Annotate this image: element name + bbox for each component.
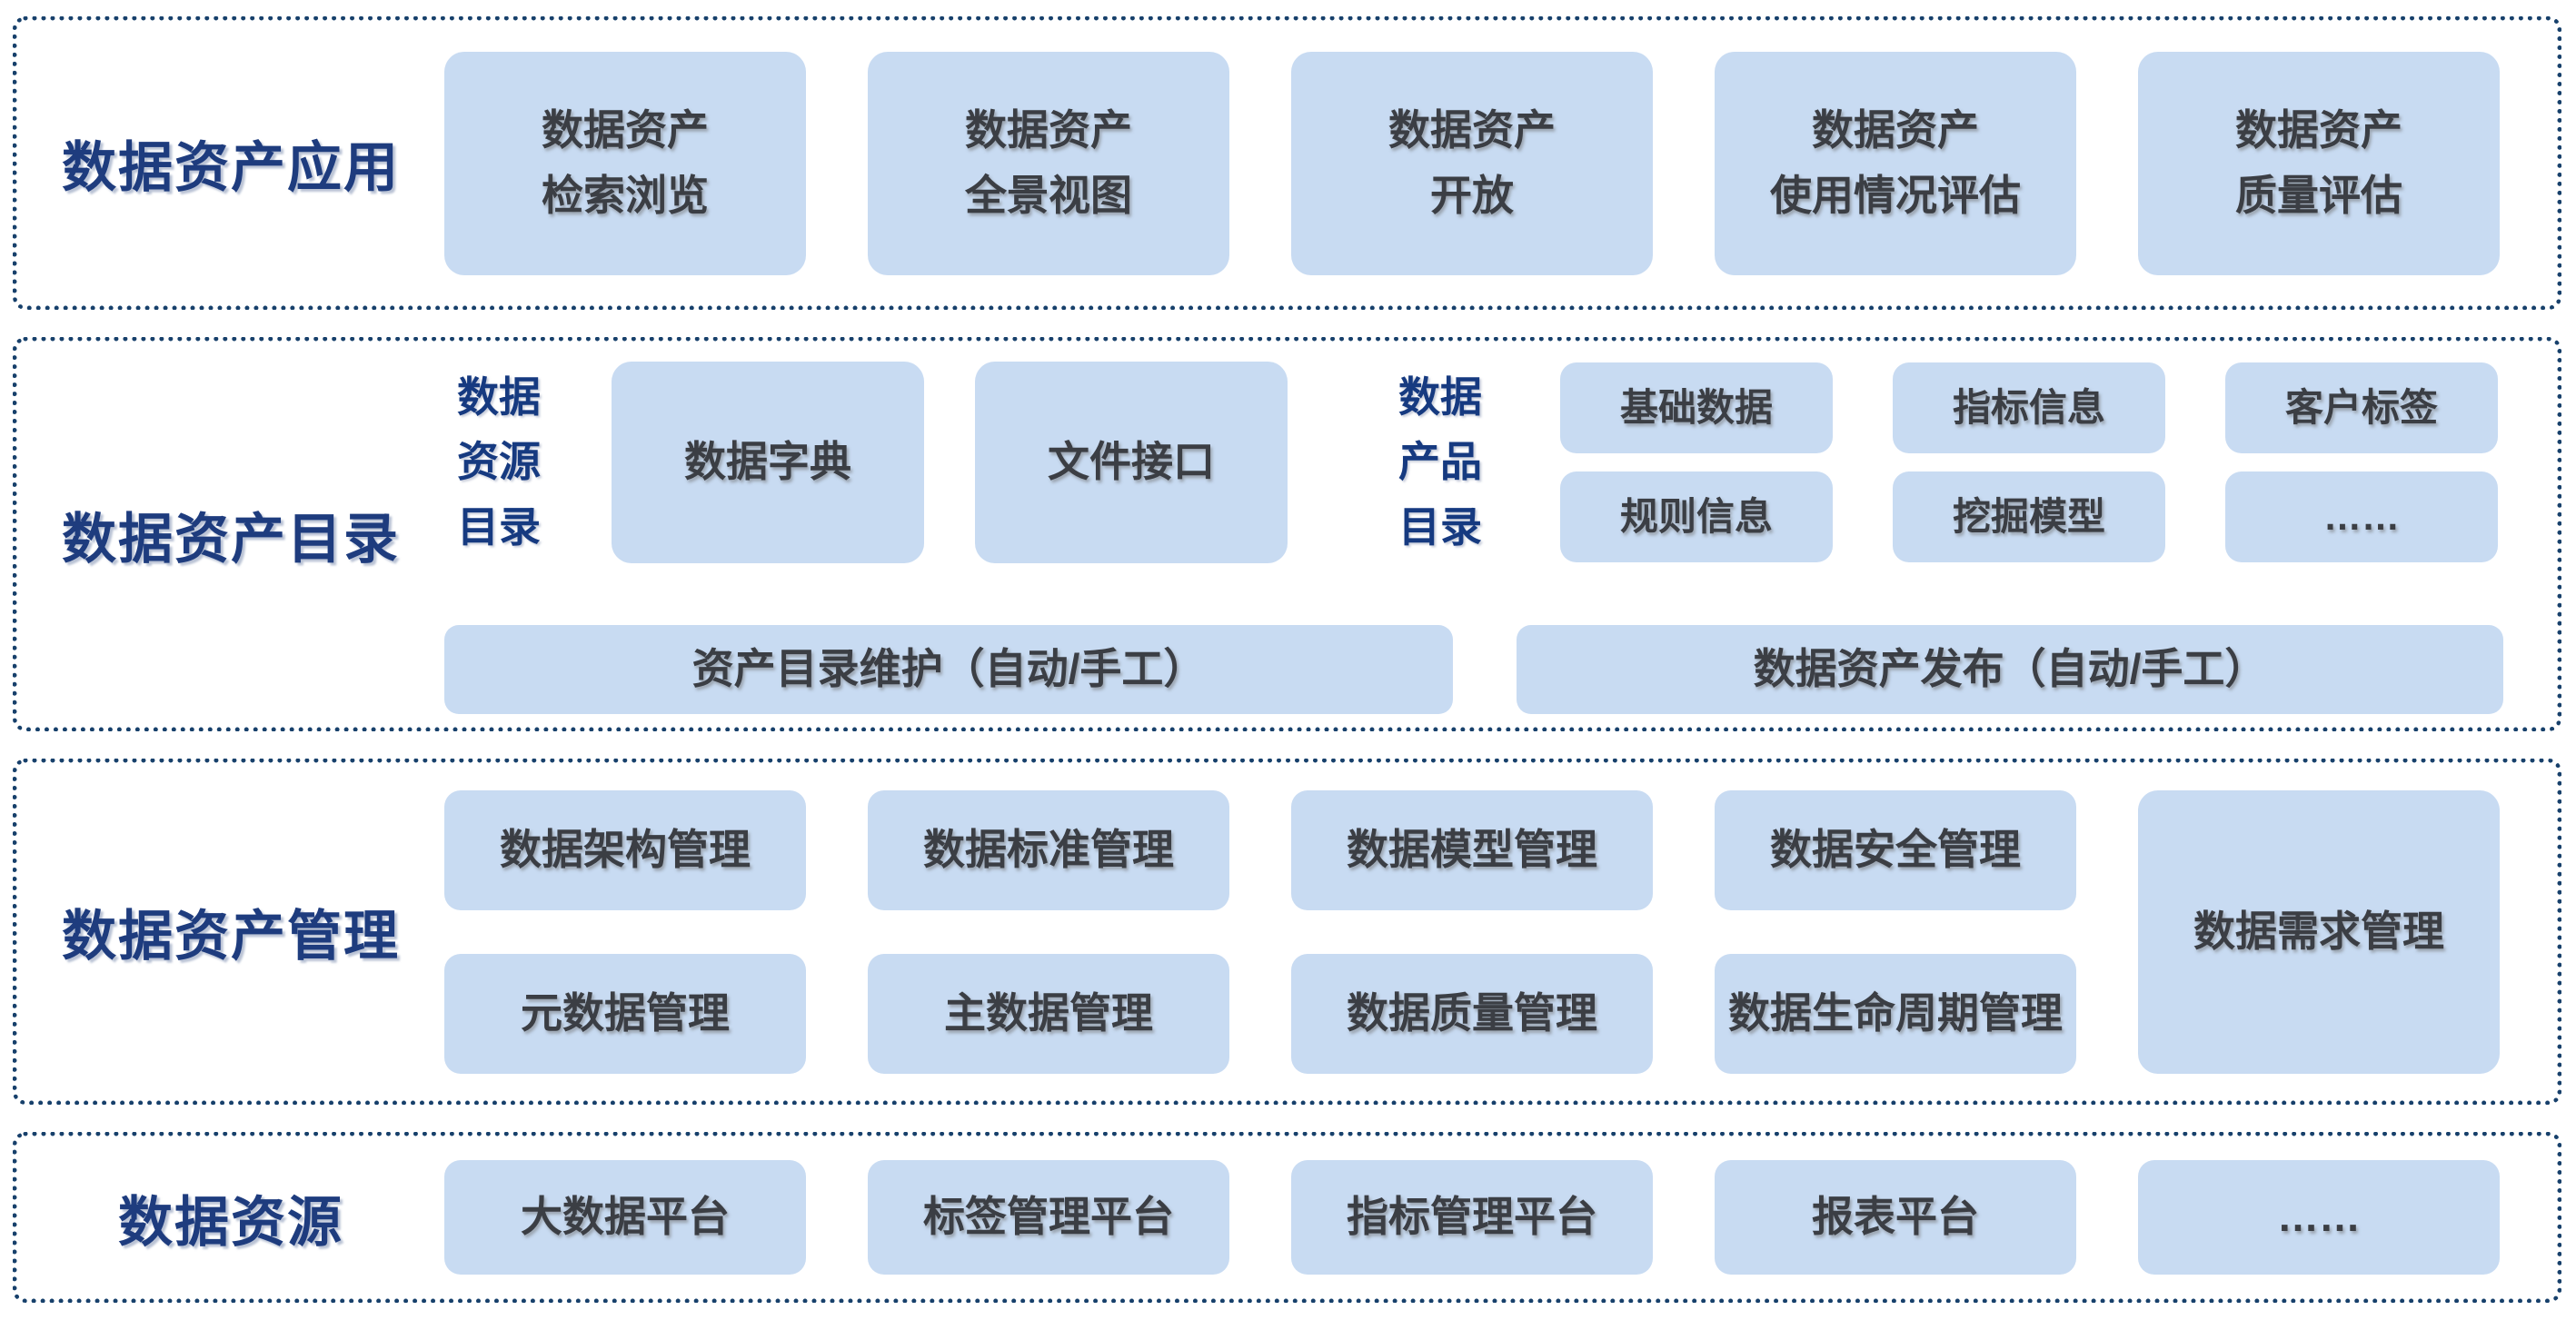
mgmt-box-model: 数据模型管理 (1291, 789, 1653, 910)
mgmt-box-architecture: 数据架构管理 (444, 789, 806, 910)
section-data-asset-application: 数据资产应用 数据资产 检索浏览 数据资产 全景视图 数据资产 开放 数据资产 … (13, 16, 2561, 310)
app-box-panorama-view: 数据资产 全景视图 (868, 51, 1229, 275)
resource-box-indicator-platform: 指标管理平台 (1291, 1160, 1653, 1275)
section-data-asset-management: 数据资产管理 数据架构管理 元数据管理 数据标准管理 主数据管理 数据模型管理 … (13, 759, 2561, 1105)
catalog-content: 数据 资源 目录 数据字典 文件接口 数据 产品 目录 基础数据 指标信息 客户… (444, 342, 2557, 727)
section-title-management: 数据资产管理 (62, 906, 400, 967)
mgmt-box-security: 数据安全管理 (1715, 789, 2076, 910)
section-data-resources: 数据资源 大数据平台 标签管理平台 指标管理平台 报表平台 …… (13, 1132, 2561, 1303)
product-box-rule-info: 规则信息 (1560, 471, 1833, 562)
resource-box-tag-platform: 标签管理平台 (868, 1160, 1229, 1275)
product-box-basic-data: 基础数据 (1560, 362, 1833, 453)
product-catalog-grid: 基础数据 指标信息 客户标签 规则信息 挖掘模型 …… (1560, 362, 2498, 562)
sublabel-data-resource-catalog: 数据 资源 目录 (457, 373, 541, 551)
product-box-indicator-info: 指标信息 (1893, 362, 2165, 453)
resource-box-ellipsis: …… (2138, 1160, 2500, 1275)
resources-box-row: 大数据平台 标签管理平台 指标管理平台 报表平台 …… (444, 1160, 2500, 1275)
catalog-bar-row: 资产目录维护（自动/手工） 数据资产发布（自动/手工） (444, 625, 2557, 714)
product-box-ellipsis: …… (2225, 471, 2498, 562)
resource-box-report-platform: 报表平台 (1715, 1160, 2076, 1275)
mgmt-box-metadata: 元数据管理 (444, 953, 806, 1074)
catalog-box-data-dictionary: 数据字典 (612, 362, 924, 563)
mgmt-box-lifecycle: 数据生命周期管理 (1715, 953, 2076, 1074)
mgmt-box-standards: 数据标准管理 (868, 789, 1229, 910)
product-box-customer-tags: 客户标签 (2225, 362, 2498, 453)
sublabel-data-product-catalog: 数据 产品 目录 (1398, 373, 1482, 551)
section-title-resources: 数据资源 (118, 1191, 343, 1253)
management-box-grid: 数据架构管理 元数据管理 数据标准管理 主数据管理 数据模型管理 数据质量管理 … (444, 789, 2500, 1074)
section-data-asset-catalog: 数据资产目录 数据 资源 目录 数据字典 文件接口 数据 产品 目录 基础数据 … (13, 337, 2561, 731)
app-box-quality-evaluation: 数据资产 质量评估 (2138, 51, 2500, 275)
resource-box-bigdata-platform: 大数据平台 (444, 1160, 806, 1275)
product-box-mining-model: 挖掘模型 (1893, 471, 2165, 562)
catalog-top-row: 数据 资源 目录 数据字典 文件接口 数据 产品 目录 基础数据 指标信息 客户… (444, 362, 2557, 563)
app-box-search-browse: 数据资产 检索浏览 (444, 51, 806, 275)
management-column-2: 数据标准管理 主数据管理 (868, 789, 1229, 1074)
app-box-open-access: 数据资产 开放 (1291, 51, 1653, 275)
mgmt-box-demand-management: 数据需求管理 (2138, 789, 2500, 1074)
bar-asset-publish: 数据资产发布（自动/手工） (1517, 625, 2503, 714)
catalog-box-file-interface: 文件接口 (975, 362, 1288, 563)
bar-catalog-maintenance: 资产目录维护（自动/手工） (444, 625, 1453, 714)
management-column-4: 数据安全管理 数据生命周期管理 (1715, 789, 2076, 1074)
management-column-3: 数据模型管理 数据质量管理 (1291, 789, 1653, 1074)
management-column-1: 数据架构管理 元数据管理 (444, 789, 806, 1074)
mgmt-box-master-data: 主数据管理 (868, 953, 1229, 1074)
app-box-usage-evaluation: 数据资产 使用情况评估 (1715, 51, 2076, 275)
section-title-catalog: 数据资产目录 (62, 508, 400, 570)
mgmt-box-quality: 数据质量管理 (1291, 953, 1653, 1074)
application-box-row: 数据资产 检索浏览 数据资产 全景视图 数据资产 开放 数据资产 使用情况评估 … (444, 51, 2500, 275)
section-title-application: 数据资产应用 (62, 137, 400, 198)
